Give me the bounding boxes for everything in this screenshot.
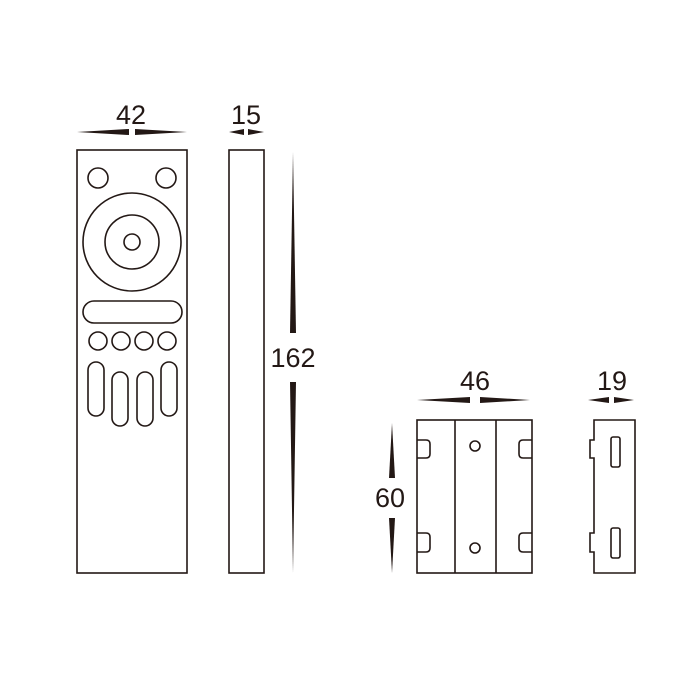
dimension-remote-depth: 15 — [229, 100, 264, 135]
remote-body — [76, 149, 188, 574]
remote-side-view — [228, 149, 265, 574]
dimension-holder-width: 46 — [417, 366, 530, 403]
oval-button-1 — [87, 361, 105, 417]
zone-button-1 — [88, 331, 108, 351]
remote-front-view — [76, 149, 188, 574]
dim-label-19: 19 — [597, 366, 627, 396]
wheel-inner-ring — [104, 214, 160, 270]
dim-label-46: 46 — [460, 366, 490, 396]
zone-button-4 — [157, 331, 177, 351]
holder-side-view — [589, 419, 636, 574]
button-top-right — [155, 167, 177, 189]
screw-hole-top — [469, 440, 481, 452]
color-wheel-ring — [82, 192, 182, 292]
oval-button-2 — [111, 371, 129, 427]
dim-label-42: 42 — [116, 100, 146, 130]
dimension-holder-height: 60 — [375, 423, 405, 573]
wide-bar-button — [82, 300, 183, 324]
zone-button-3 — [134, 331, 154, 351]
wheel-center-button — [123, 233, 141, 251]
oval-button-3 — [136, 371, 154, 427]
dimension-holder-depth: 19 — [588, 366, 634, 403]
dimension-remote-width: 42 — [77, 100, 187, 135]
slot-bottom — [610, 527, 621, 559]
holder-front-view — [416, 419, 533, 574]
zone-button-2 — [111, 331, 131, 351]
screw-hole-bottom — [469, 542, 481, 554]
button-top-left — [87, 167, 109, 189]
slot-top — [610, 436, 621, 468]
dim-label-15: 15 — [231, 100, 261, 130]
dimension-remote-height: 162 — [270, 152, 316, 573]
oval-button-4 — [160, 361, 178, 417]
dim-label-162: 162 — [270, 343, 315, 373]
dim-label-60: 60 — [375, 483, 405, 513]
